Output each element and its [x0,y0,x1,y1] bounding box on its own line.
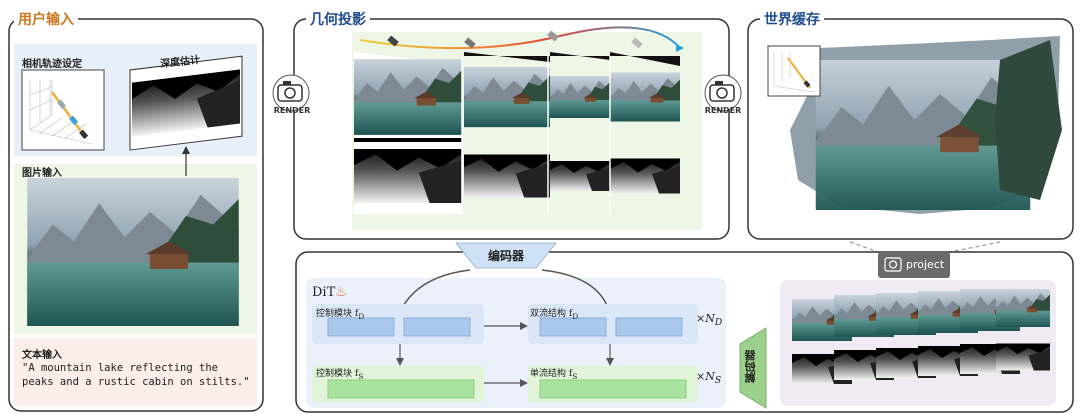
control-bottom-label: 控制模块 fS [316,366,363,381]
control-top-sub: D [358,311,365,321]
repeat-bottom-label: ×NS [696,370,721,386]
camera-4-icon [631,37,643,49]
depth-estimation-image [129,55,243,151]
repeat-bottom-text: ×N [696,370,715,383]
control-top-label: 控制模块 fD [316,306,364,321]
decoder-block [739,327,767,409]
camera-grid [29,80,93,145]
encoder-block [455,242,557,269]
dit-label: DiT♨ [312,285,347,300]
single-stream-sub: S [572,371,578,381]
render-camera-right-icon [704,74,742,112]
dual-stream-text: 双流结构 f [530,309,573,319]
text-input-label: 文本输入 [22,350,62,361]
camera-trajectory-icon [50,91,89,139]
project-camera-icon [888,260,898,269]
repeat-top-label: ×ND [696,312,722,328]
camera-1-icon [387,35,399,47]
project-dashed-link [849,241,1001,253]
single-stream-label: 单流结构 fS [530,366,577,381]
control-bottom-text: 控制模块 f [316,369,359,379]
camera-trajectory-box [21,69,105,151]
decoder-label: 解码器 [744,350,757,383]
repeat-bottom-sub: S [714,375,722,387]
world-cache-title: 世界缓存 [760,9,824,29]
repeat-top-text: ×N [696,312,715,325]
encoder-label: 编码器 [487,249,524,263]
encoder-arrow-right [541,269,609,309]
projected-frames [354,52,680,214]
render-right-label: RENDER [704,106,742,115]
dual-stream-sub: D [572,311,579,321]
render-left-label: RENDER [273,106,311,115]
camera-2-icon [464,37,476,49]
image-input-label: 图片输入 [22,168,62,179]
world-cache-camera-box [767,45,821,97]
control-top-text: 控制模块 f [316,309,359,319]
project-label: project [906,258,945,271]
render-camera-left-icon [272,74,310,112]
fire-icon: ♨ [335,285,347,300]
control-bottom-sub: S [358,371,364,381]
user-input-title: 用户输入 [14,9,78,29]
world-cache-pointcloud [790,36,1062,214]
repeat-top-sub: D [714,317,723,329]
input-photo [27,178,239,326]
dit-label-text: DiT [312,285,336,300]
text-input-value: "A mountain lake reflecting the peaks an… [22,362,250,388]
encoder-arrow-left [401,269,471,309]
camera-trajectory-label: 相机轨迹设定 [22,59,82,70]
text-input-area [14,338,257,406]
camera-3-icon [547,30,559,42]
arrow-control-to-single [520,379,528,387]
single-stream-text: 单流结构 f [530,369,573,379]
geo-projection-title: 几何投影 [306,9,370,29]
dual-stream-label: 双流结构 fD [530,306,578,321]
arrow-control-to-dual [520,322,528,330]
